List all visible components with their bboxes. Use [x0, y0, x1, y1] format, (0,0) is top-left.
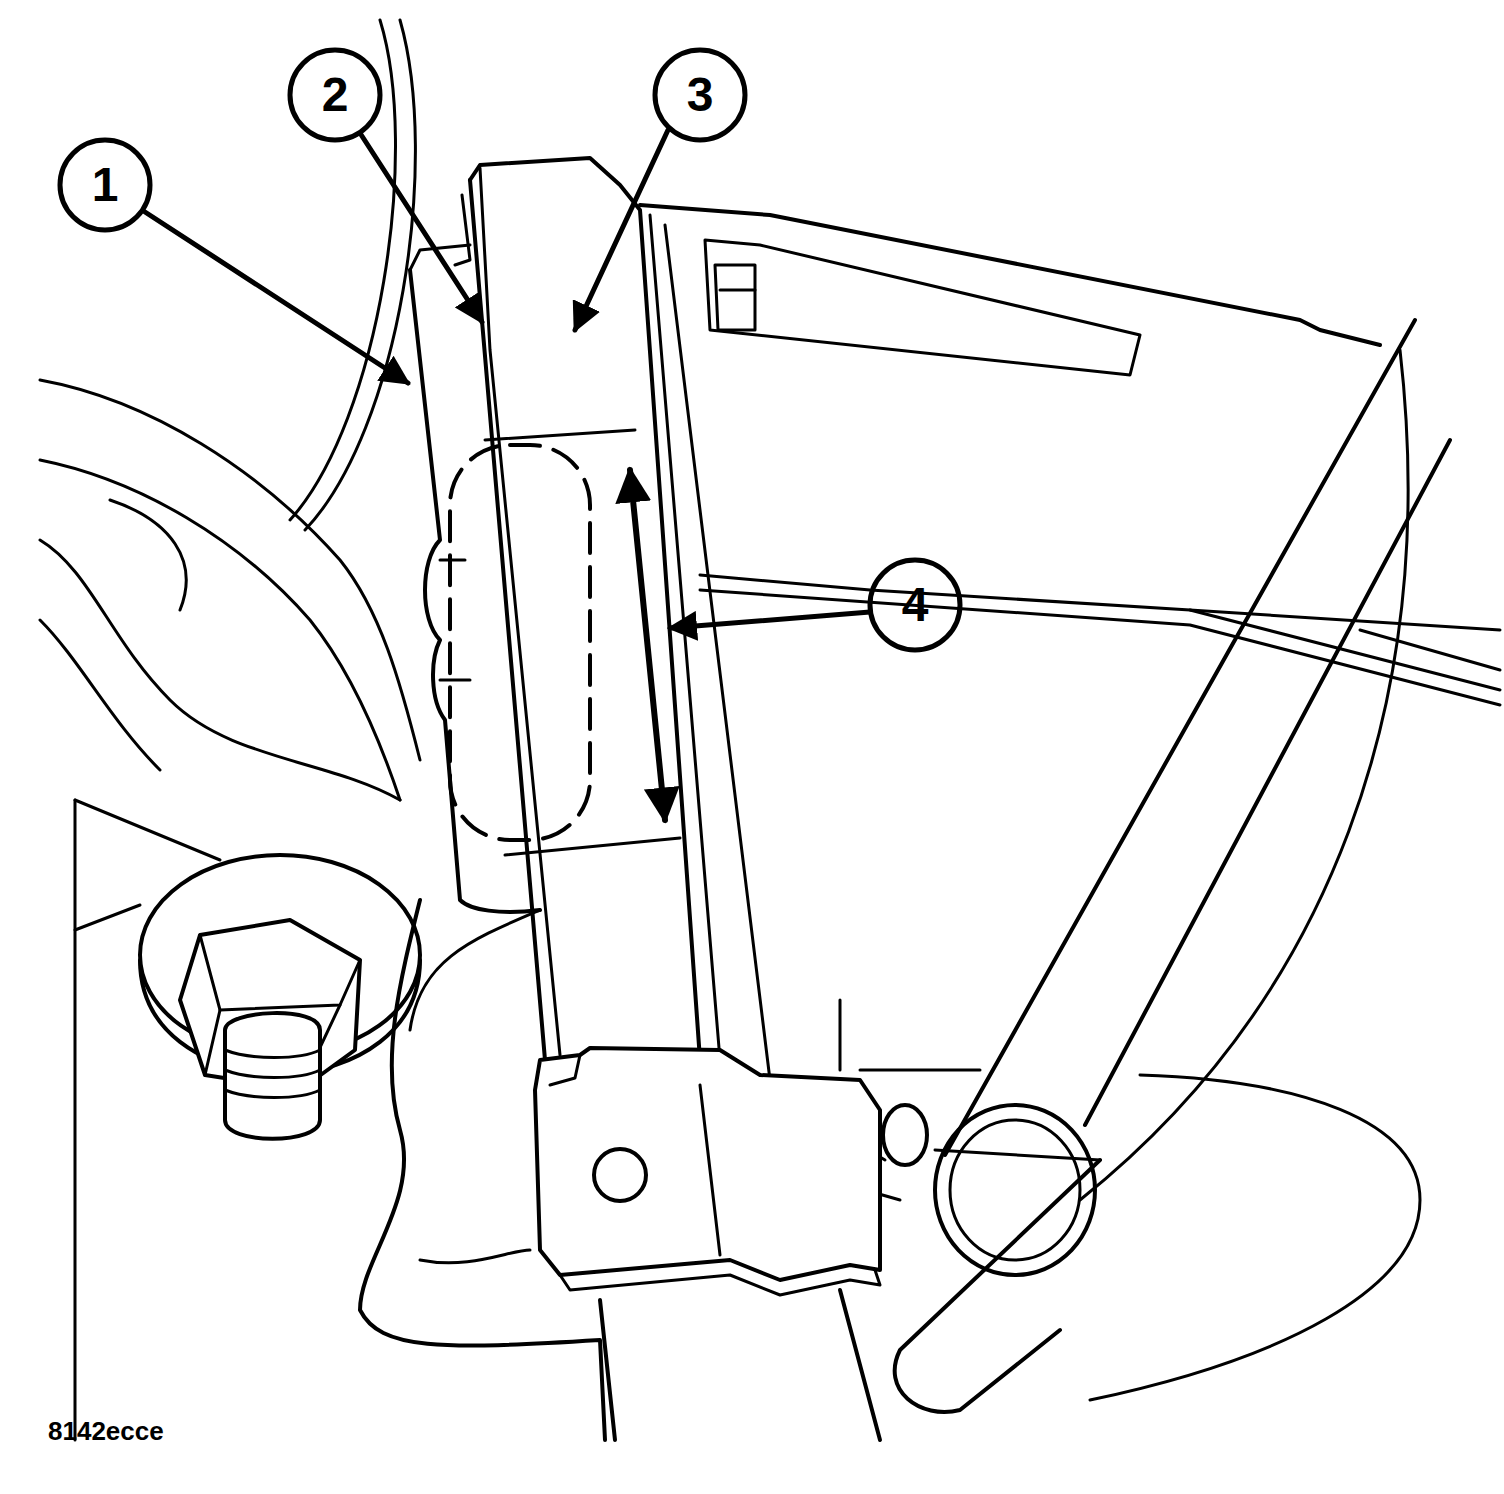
callout-number: 4 — [902, 581, 929, 629]
callout-number: 1 — [92, 161, 119, 209]
callout-number: 2 — [322, 71, 349, 119]
figure-code: 8142ecce — [48, 1418, 164, 1444]
callout-number: 3 — [687, 71, 714, 119]
